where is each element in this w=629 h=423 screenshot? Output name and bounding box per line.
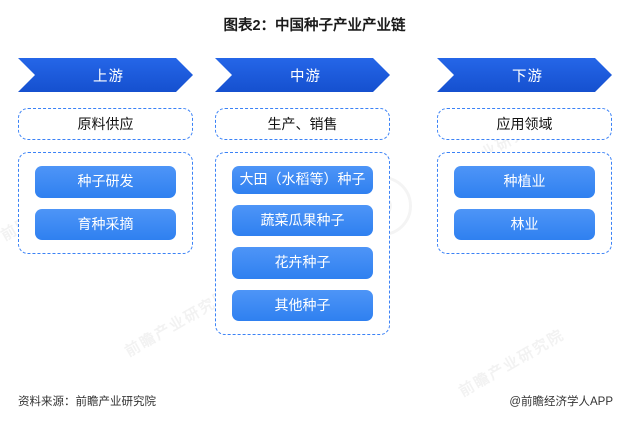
downstream-items-box: 种植业 林业 <box>437 152 612 254</box>
midstream-head-label: 生产、销售 <box>267 116 338 132</box>
list-item[interactable]: 其他种子 <box>232 289 373 321</box>
downstream-head-label: 应用领域 <box>496 116 553 132</box>
chart-title: 图表2：中国种子产业产业链 <box>223 18 406 34</box>
upstream-head-label: 原料供应 <box>77 116 134 132</box>
source-note: 资料来源：前瞻产业研究院 <box>18 396 156 408</box>
banner-downstream-label: 下游 <box>512 68 543 85</box>
upstream-head-box: 原料供应 <box>18 108 193 140</box>
banner-upstream: 上游 <box>18 58 193 92</box>
list-item[interactable]: 蔬菜瓜果种子 <box>232 204 373 236</box>
brand-note: @前瞻经济学人APP <box>509 396 613 408</box>
list-item[interactable]: 种子研发 <box>35 166 176 198</box>
banner-midstream: 中游 <box>215 58 390 92</box>
list-item[interactable]: 育种采摘 <box>35 208 176 240</box>
column-upstream: 上游 原料供应 种子研发 育种采摘 <box>18 58 193 254</box>
column-midstream: 中游 生产、销售 大田（水稻等）种子 蔬菜瓜果种子 花卉种子 其他种子 <box>215 58 390 335</box>
banner-downstream: 下游 <box>437 58 612 92</box>
banner-midstream-label: 中游 <box>290 68 321 85</box>
upstream-items-box: 种子研发 育种采摘 <box>18 152 193 254</box>
list-item[interactable]: 种植业 <box>454 166 595 198</box>
midstream-head-box: 生产、销售 <box>215 108 390 140</box>
downstream-head-box: 应用领域 <box>437 108 612 140</box>
list-item[interactable]: 林业 <box>454 208 595 240</box>
midstream-items-box: 大田（水稻等）种子 蔬菜瓜果种子 花卉种子 其他种子 <box>215 152 390 335</box>
column-downstream: 下游 应用领域 种植业 林业 <box>437 58 612 254</box>
list-item[interactable]: 大田（水稻等）种子 <box>232 166 373 194</box>
banner-upstream-label: 上游 <box>93 68 124 85</box>
watermark-text: 前瞻产业研究院 <box>456 326 568 401</box>
list-item[interactable]: 花卉种子 <box>232 247 373 279</box>
